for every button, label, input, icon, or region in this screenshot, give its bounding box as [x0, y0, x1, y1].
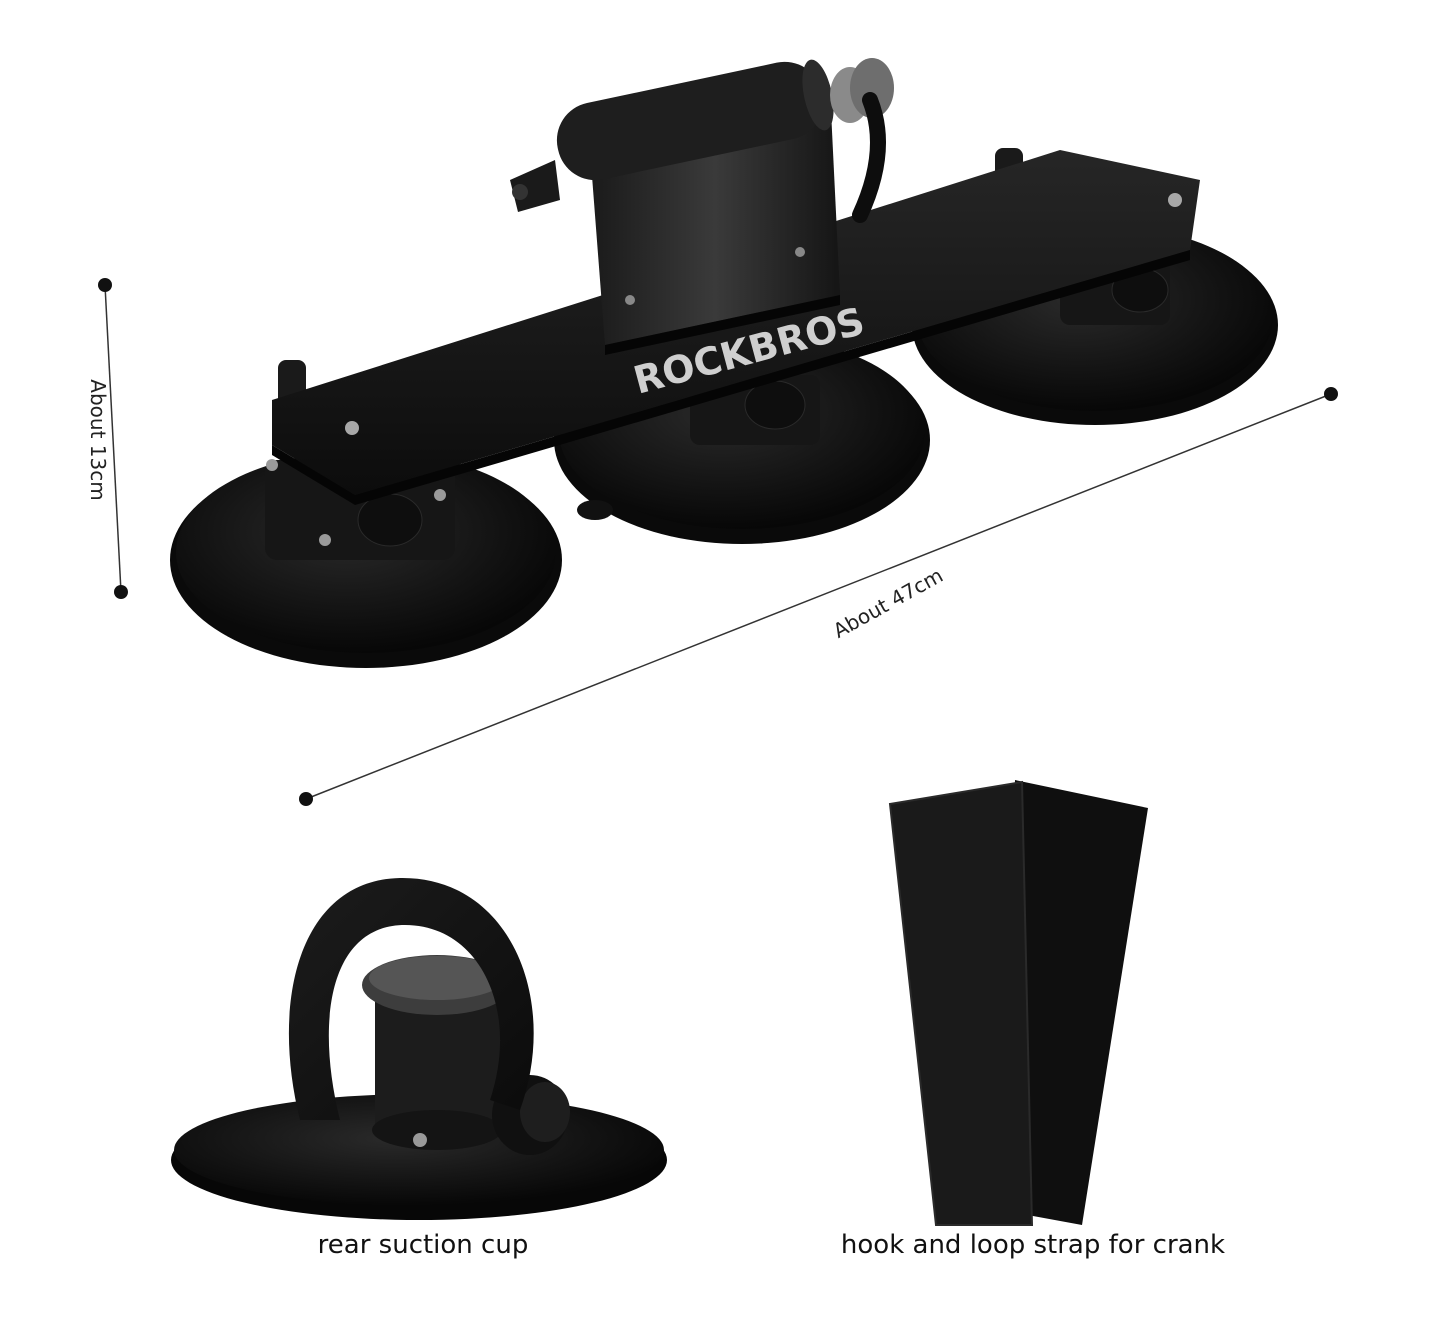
rear-suction-cup-image — [171, 877, 667, 1220]
hook-and-loop-straps-image — [888, 780, 1148, 1226]
height-dimension-line — [98, 278, 128, 599]
bike-rack: ROCKBROS — [170, 58, 1278, 668]
quick-release-lever — [830, 58, 894, 223]
rear-suction-cup-caption: rear suction cup — [317, 1230, 529, 1260]
strap-caption: hook and loop strap for crank — [840, 1230, 1226, 1260]
length-dimension-line — [299, 387, 1338, 806]
height-dimension-label: About 13cm — [86, 379, 110, 501]
fork-mount — [510, 58, 894, 355]
